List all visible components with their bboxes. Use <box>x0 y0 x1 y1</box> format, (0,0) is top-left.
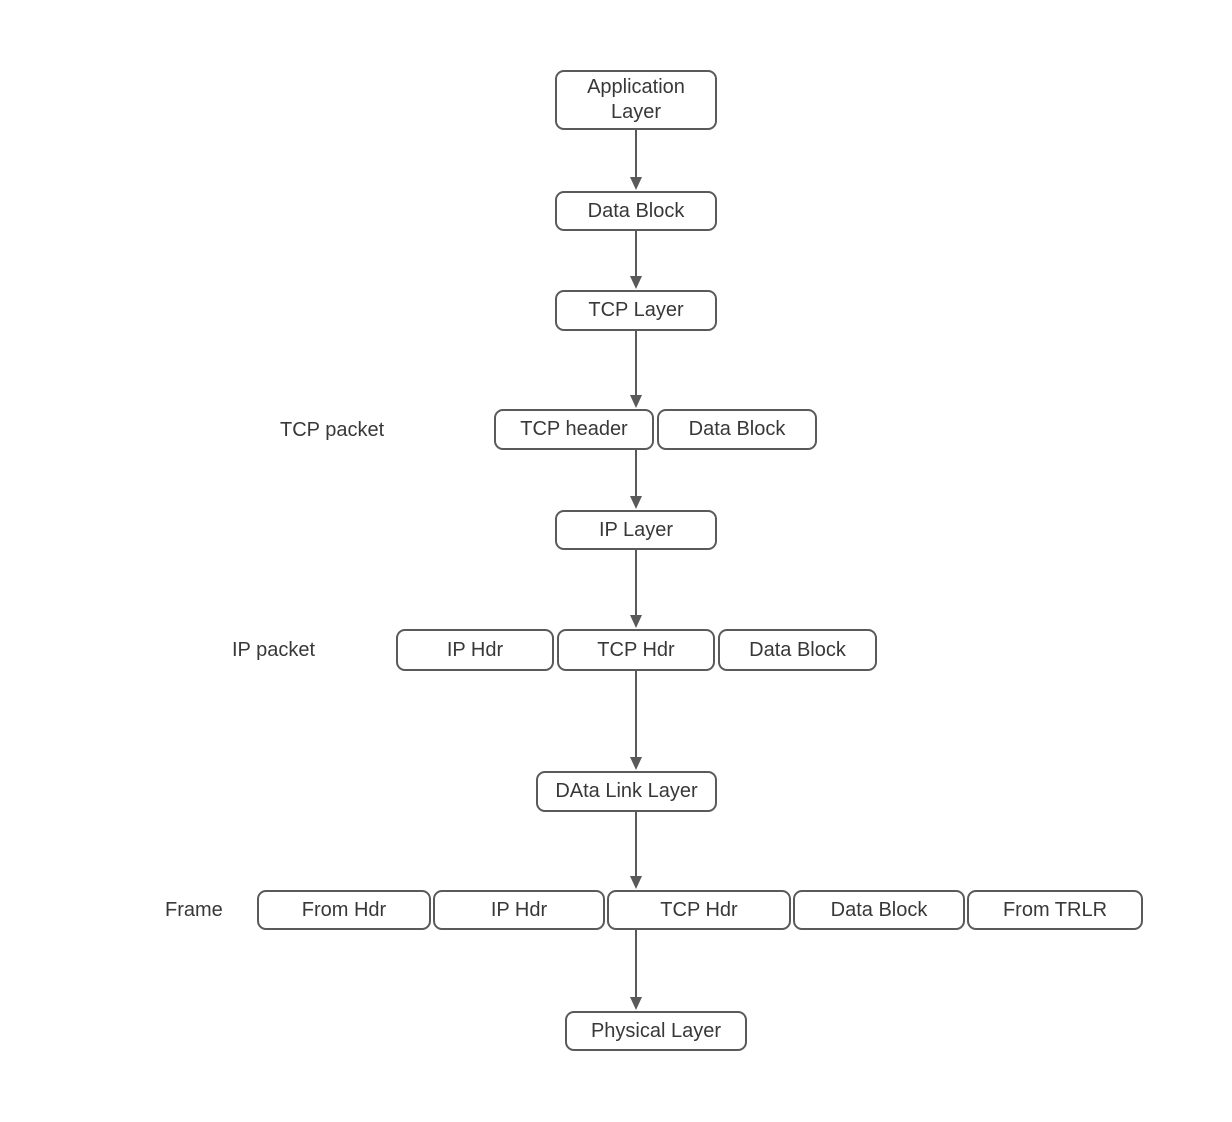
arrow-frame-to-physical <box>630 930 642 1010</box>
node-ip-packet-ip-hdr: IP Hdr <box>396 629 554 671</box>
row-label-ip-packet: IP packet <box>232 639 316 661</box>
arrow-tcplayer-to-tcppacket <box>630 330 642 408</box>
node-ip-packet-data-block: Data Block <box>718 629 877 671</box>
arrow-datalink-to-frame <box>630 812 642 889</box>
node-ip-layer: IP Layer <box>555 510 717 550</box>
node-frame-data-block: Data Block <box>793 890 965 930</box>
node-frame-from-trlr: From TRLR <box>967 890 1143 930</box>
node-ip-packet-tcp-hdr: TCP Hdr <box>557 629 715 671</box>
arrow-iplayer-to-ippacket <box>630 550 642 628</box>
node-tcp-header: TCP header <box>494 409 654 450</box>
node-frame-from-hdr: From Hdr <box>257 890 431 930</box>
node-application-layer: Application Layer <box>555 70 717 130</box>
node-frame-ip-hdr: IP Hdr <box>433 890 605 930</box>
arrow-ippacket-to-datalink <box>630 671 642 770</box>
row-label-frame: Frame <box>165 899 223 921</box>
node-tcp-packet-data-block: Data Block <box>657 409 817 450</box>
node-data-link-layer: DAta Link Layer <box>536 771 717 812</box>
row-label-tcp-packet: TCP packet <box>280 419 385 441</box>
node-data-block: Data Block <box>555 191 717 231</box>
arrow-tcppacket-to-iplayer <box>630 450 642 509</box>
arrow-datablock-to-tcplayer <box>630 230 642 289</box>
arrow-application-to-datablock <box>630 130 642 190</box>
node-tcp-layer: TCP Layer <box>555 290 717 331</box>
node-physical-layer: Physical Layer <box>565 1011 747 1051</box>
node-frame-tcp-hdr: TCP Hdr <box>607 890 791 930</box>
